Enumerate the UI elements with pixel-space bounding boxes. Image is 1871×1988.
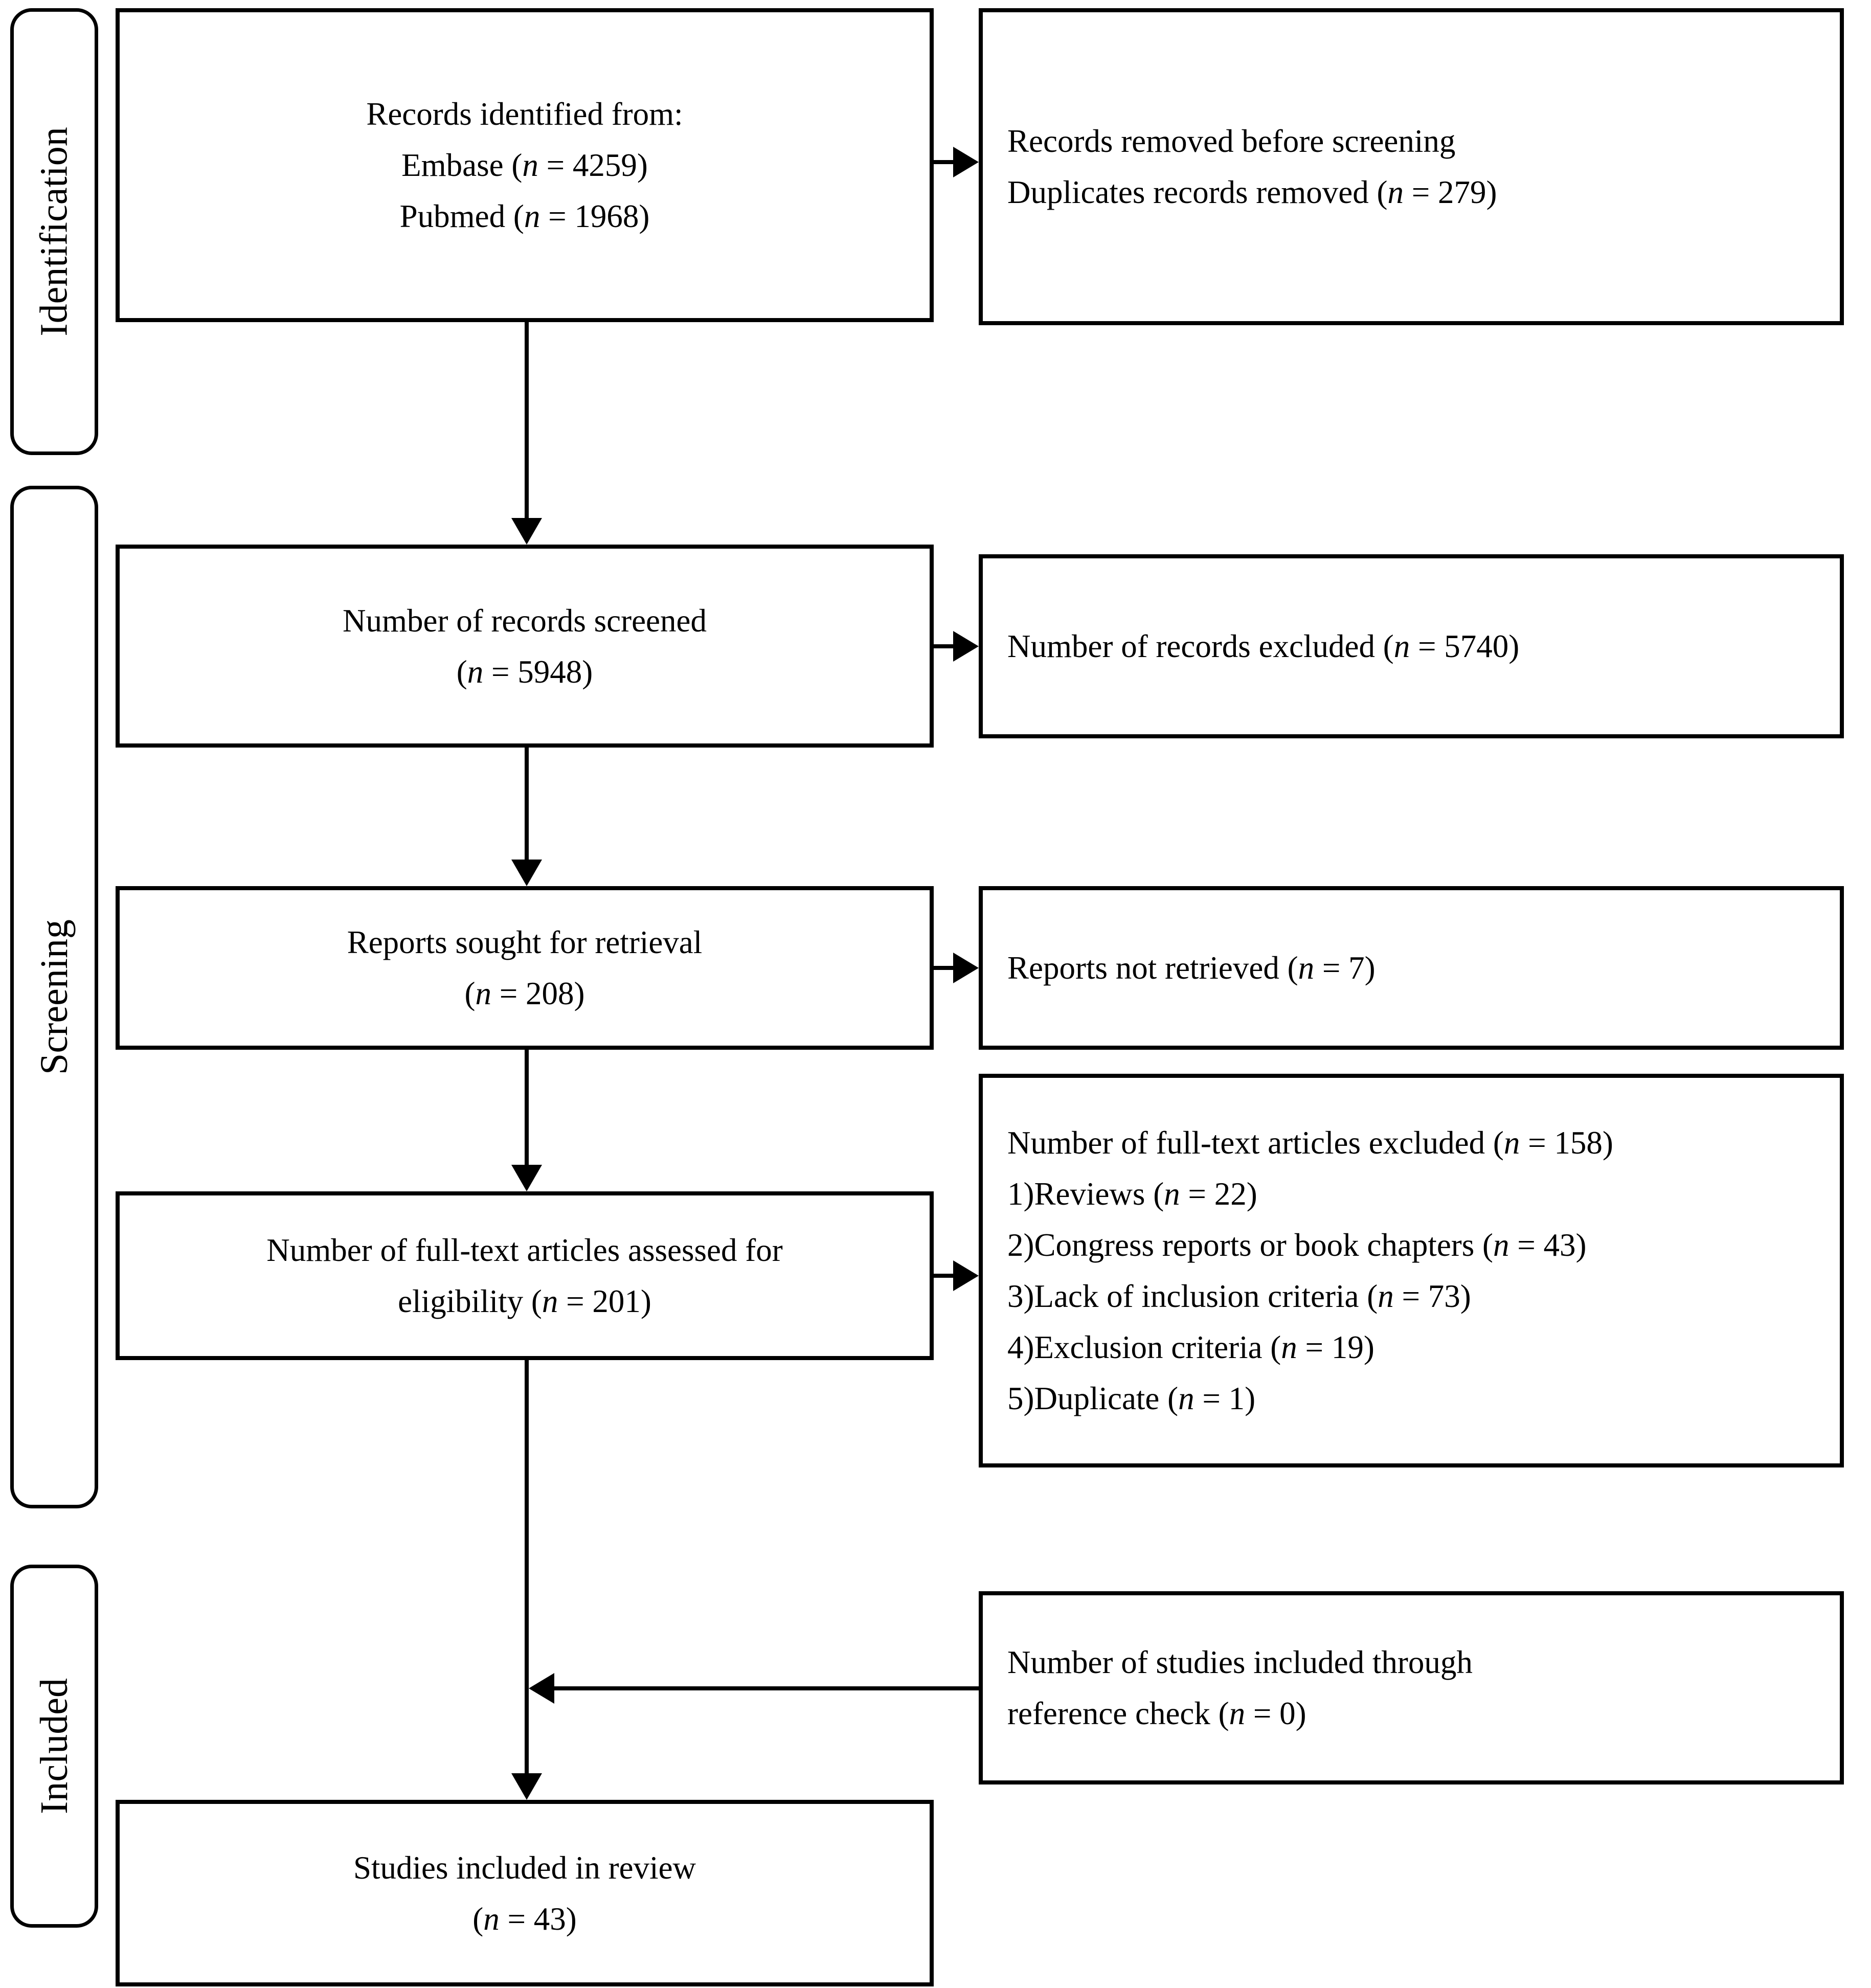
box-line: Number of studies included through [1007,1644,1473,1680]
box-line: Pubmed (n = 1968) [399,198,650,234]
box-reports-not-retrieved: Reports not retrieved (n = 7) [979,886,1844,1050]
box-line: (n = 208) [464,976,585,1011]
box-line: 2)Congress reports or book chapters (n =… [1007,1227,1587,1263]
box-records-removed: Records removed before screening Duplica… [979,8,1844,325]
stage-included-label: Included [33,1678,76,1814]
box-line: reference check (n = 0) [1007,1696,1306,1731]
arrow-line [934,644,956,648]
arrowhead-down-icon [511,860,542,886]
arrow-line [525,748,529,860]
arrowhead-left-icon [529,1673,554,1704]
arrowhead-right-icon [953,1260,979,1291]
stage-identification: Identification [10,8,98,455]
box-fulltext-assessed: Number of full-text articles assessed fo… [116,1191,934,1360]
box-line: Embase (n = 4259) [401,147,648,183]
box-line: Duplicates records removed (n = 279) [1007,174,1497,210]
box-line: eligibility (n = 201) [398,1283,651,1319]
box-reference-check: Number of studies included through refer… [979,1591,1844,1784]
arrow-line [554,1686,979,1690]
box-records-screened: Number of records screened (n = 5948) [116,545,934,748]
stage-screening-label: Screening [33,919,76,1075]
arrowhead-right-icon [953,953,979,983]
arrow-line [525,1360,529,1774]
box-line: Number of records excluded (n = 5740) [1007,628,1520,664]
box-records-identified: Records identified from: Embase (n = 425… [116,8,934,322]
arrow-line [525,1050,529,1165]
box-line: Reports not retrieved (n = 7) [1007,950,1376,986]
box-line: 5)Duplicate (n = 1) [1007,1381,1256,1416]
box-line: 4)Exclusion criteria (n = 19) [1007,1329,1374,1365]
box-line: 3)Lack of inclusion criteria (n = 73) [1007,1278,1471,1314]
box-studies-included: Studies included in review (n = 43) [116,1800,934,1986]
stage-identification-label: Identification [33,127,76,336]
stage-screening: Screening [10,486,98,1508]
box-line: 1)Reviews (n = 22) [1007,1176,1257,1212]
box-line: Reports sought for retrieval [347,924,703,960]
box-line: Number of full-text articles excluded (n… [1007,1125,1613,1161]
box-line: Number of full-text articles assessed fo… [266,1232,783,1268]
stage-included: Included [10,1565,98,1928]
arrowhead-down-icon [511,518,542,545]
arrow-line [525,322,529,521]
arrow-line [934,1274,956,1278]
arrowhead-down-icon [511,1165,542,1191]
box-fulltext-excluded: Number of full-text articles excluded (n… [979,1074,1844,1467]
box-line: Number of records screened [343,602,707,639]
box-records-excluded: Number of records excluded (n = 5740) [979,554,1844,738]
arrow-line [934,160,956,164]
arrow-line [934,966,956,970]
box-line: Records identified from: [366,96,683,132]
box-line: Studies included in review [353,1849,696,1886]
box-line: Records removed before screening [1007,123,1456,159]
box-line: (n = 43) [472,1901,577,1937]
arrowhead-right-icon [953,147,979,177]
box-reports-sought: Reports sought for retrieval (n = 208) [116,886,934,1050]
arrowhead-down-icon [511,1773,542,1800]
arrowhead-right-icon [953,631,979,662]
box-line: (n = 5948) [456,653,593,690]
